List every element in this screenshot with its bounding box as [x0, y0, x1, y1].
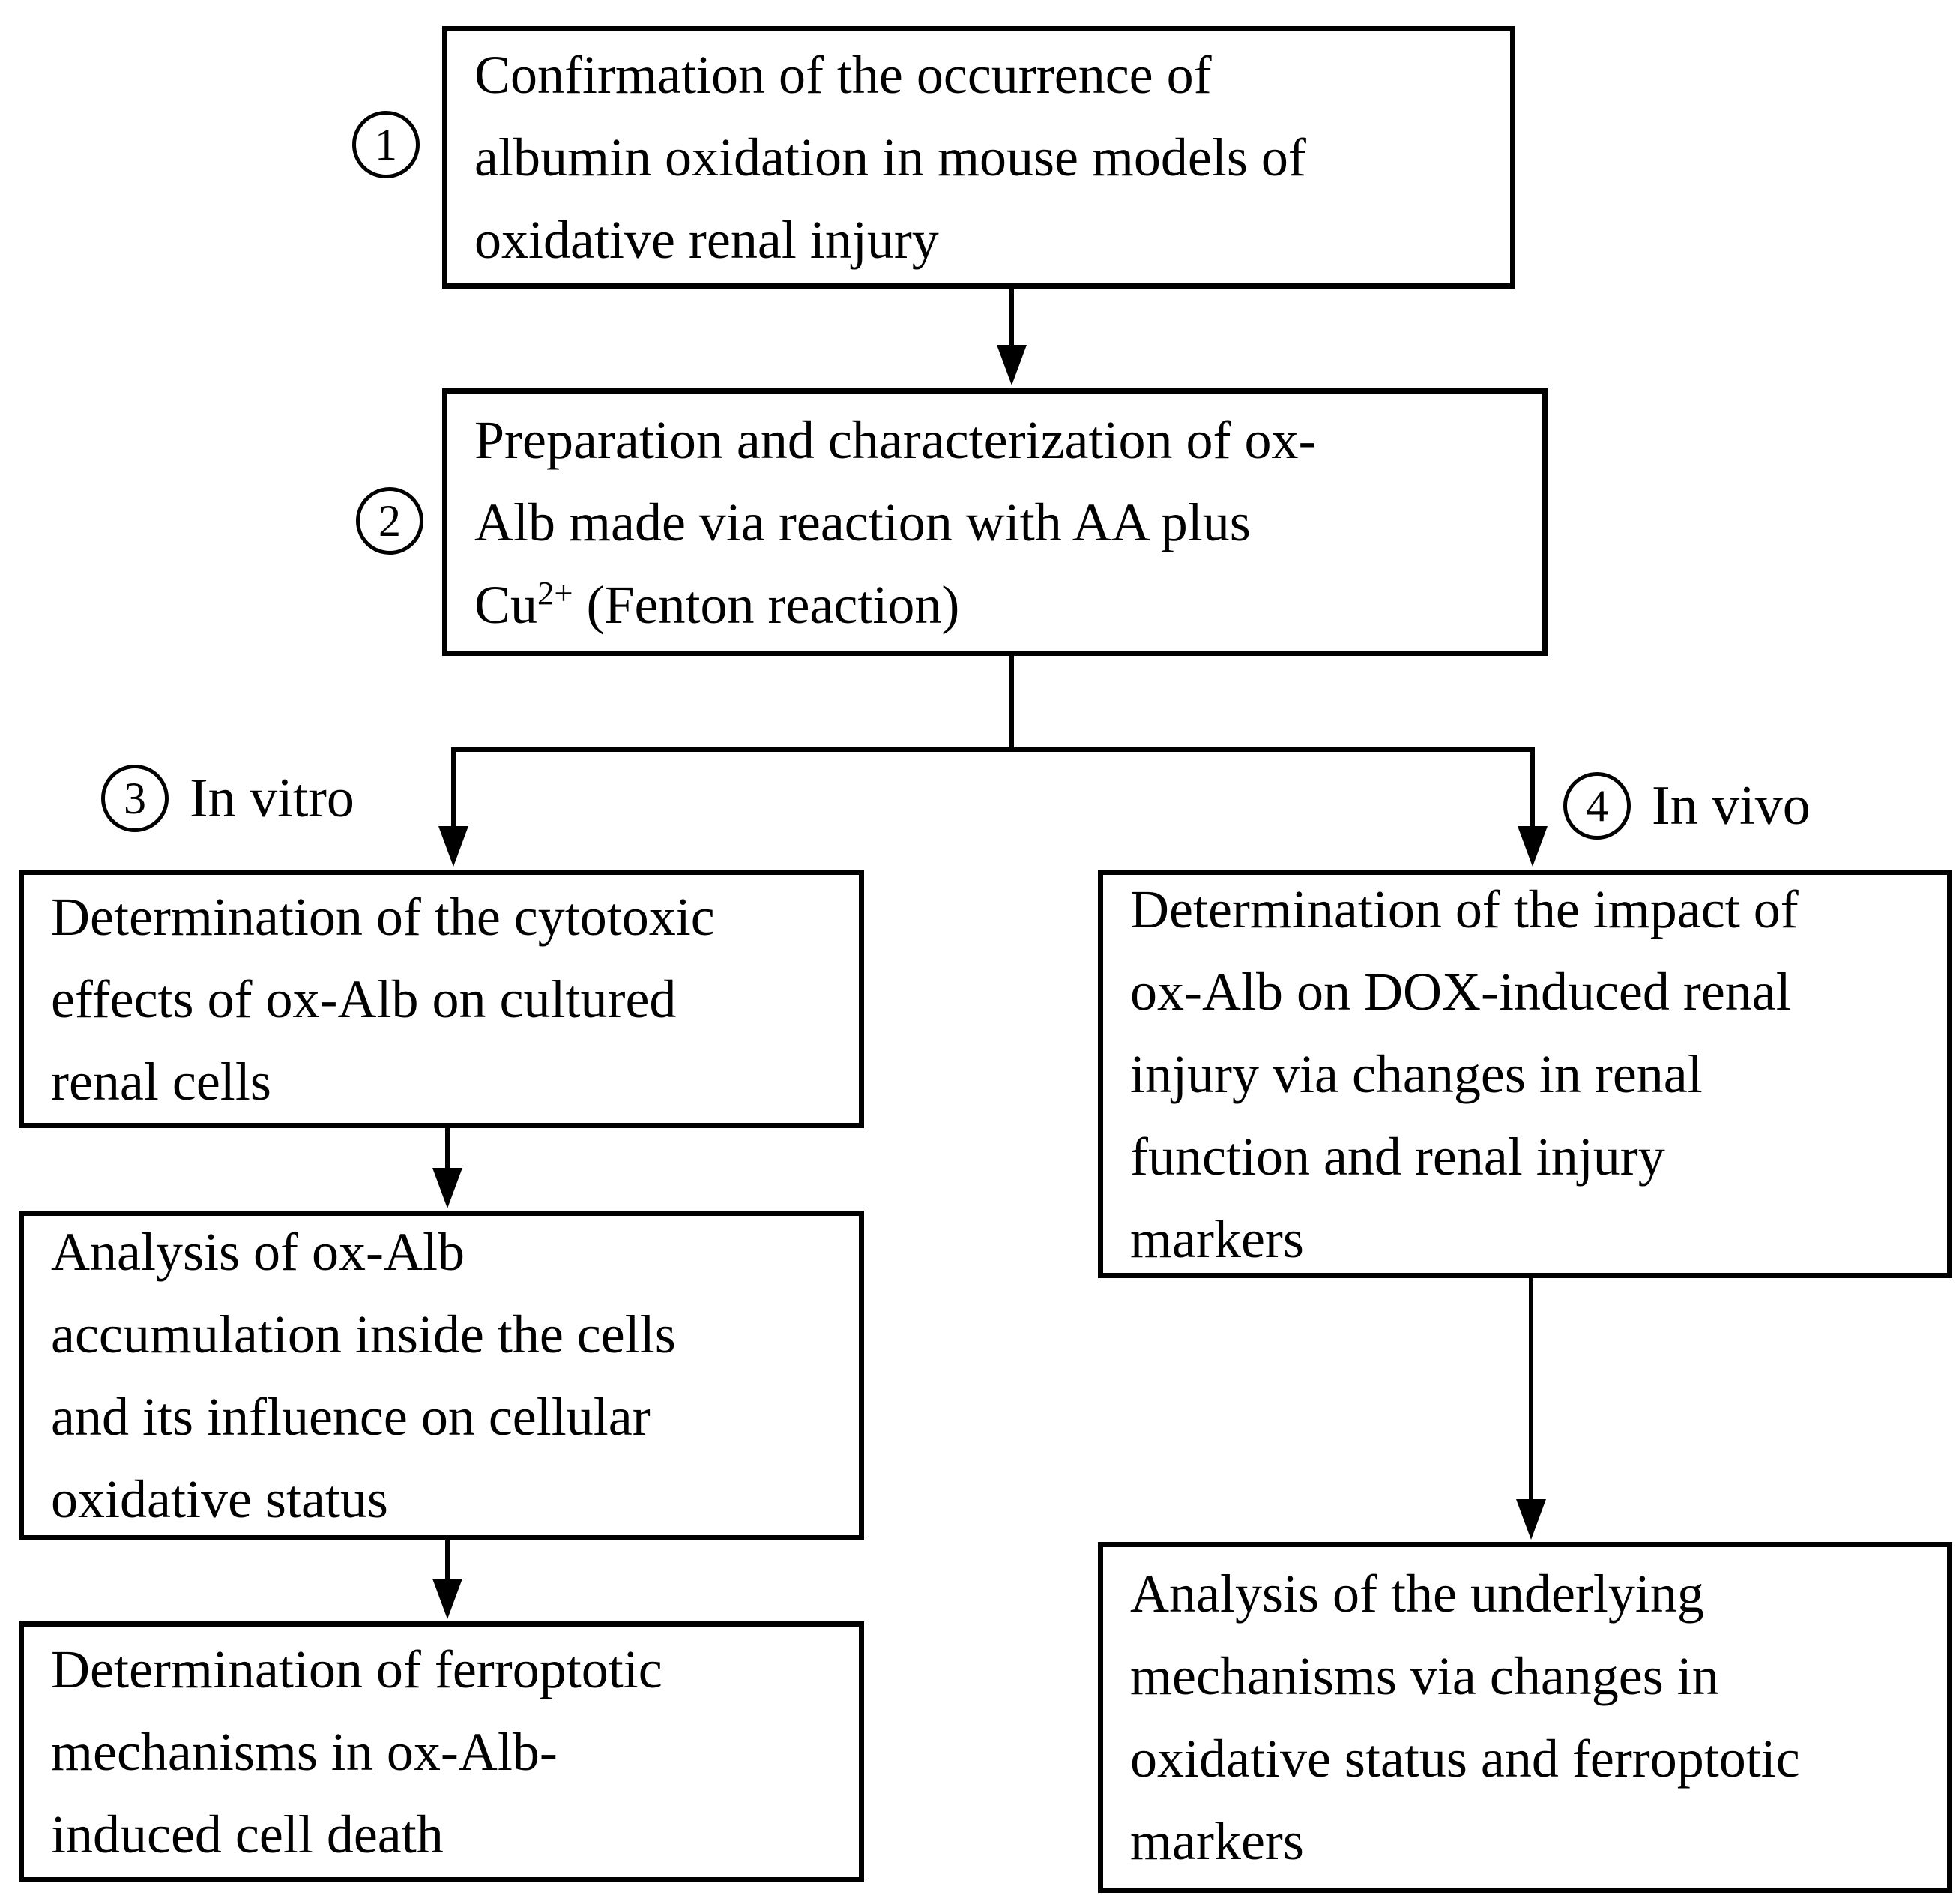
- branch-right-text: In vivo: [1652, 775, 1811, 837]
- step2-number-badge: 2: [356, 487, 423, 555]
- step4-number: 4: [1586, 781, 1608, 831]
- step2-number: 2: [378, 496, 401, 546]
- branch-left-text: In vitro: [190, 768, 354, 829]
- node-text: Preparation and characterization of ox-A…: [474, 409, 1317, 552]
- node-oxalb-preparation: Preparation and characterization of ox-A…: [442, 388, 1548, 656]
- arrow-branch-to-invitro: [438, 747, 468, 867]
- formula-base: Cu: [474, 574, 538, 635]
- step4-number-badge: 4: [1563, 772, 1631, 840]
- arrow-invitro2-to-invitro3: [432, 1540, 462, 1619]
- arrow-branch-to-invivo: [1518, 747, 1548, 867]
- formula-rest: (Fenton reaction): [573, 574, 960, 635]
- node-text-formula-line: Cu2+ (Fenton reaction): [474, 564, 1524, 646]
- arrow-invitro1-to-invitro2: [432, 1128, 462, 1208]
- arrow-invivo1-to-invivo2: [1516, 1278, 1546, 1540]
- branch-label-in-vivo: 4 In vivo: [1563, 772, 1811, 840]
- step1-number: 1: [375, 120, 397, 169]
- branch-label-in-vitro: 3 In vitro: [101, 765, 354, 832]
- step3-number-badge: 3: [101, 765, 169, 832]
- step3-number: 3: [124, 774, 146, 823]
- arrow-step1-to-step2: [997, 289, 1027, 385]
- branch-split-line: [453, 656, 1533, 752]
- step1-number-badge: 1: [352, 111, 420, 178]
- formula-superscript: 2+: [537, 573, 573, 612]
